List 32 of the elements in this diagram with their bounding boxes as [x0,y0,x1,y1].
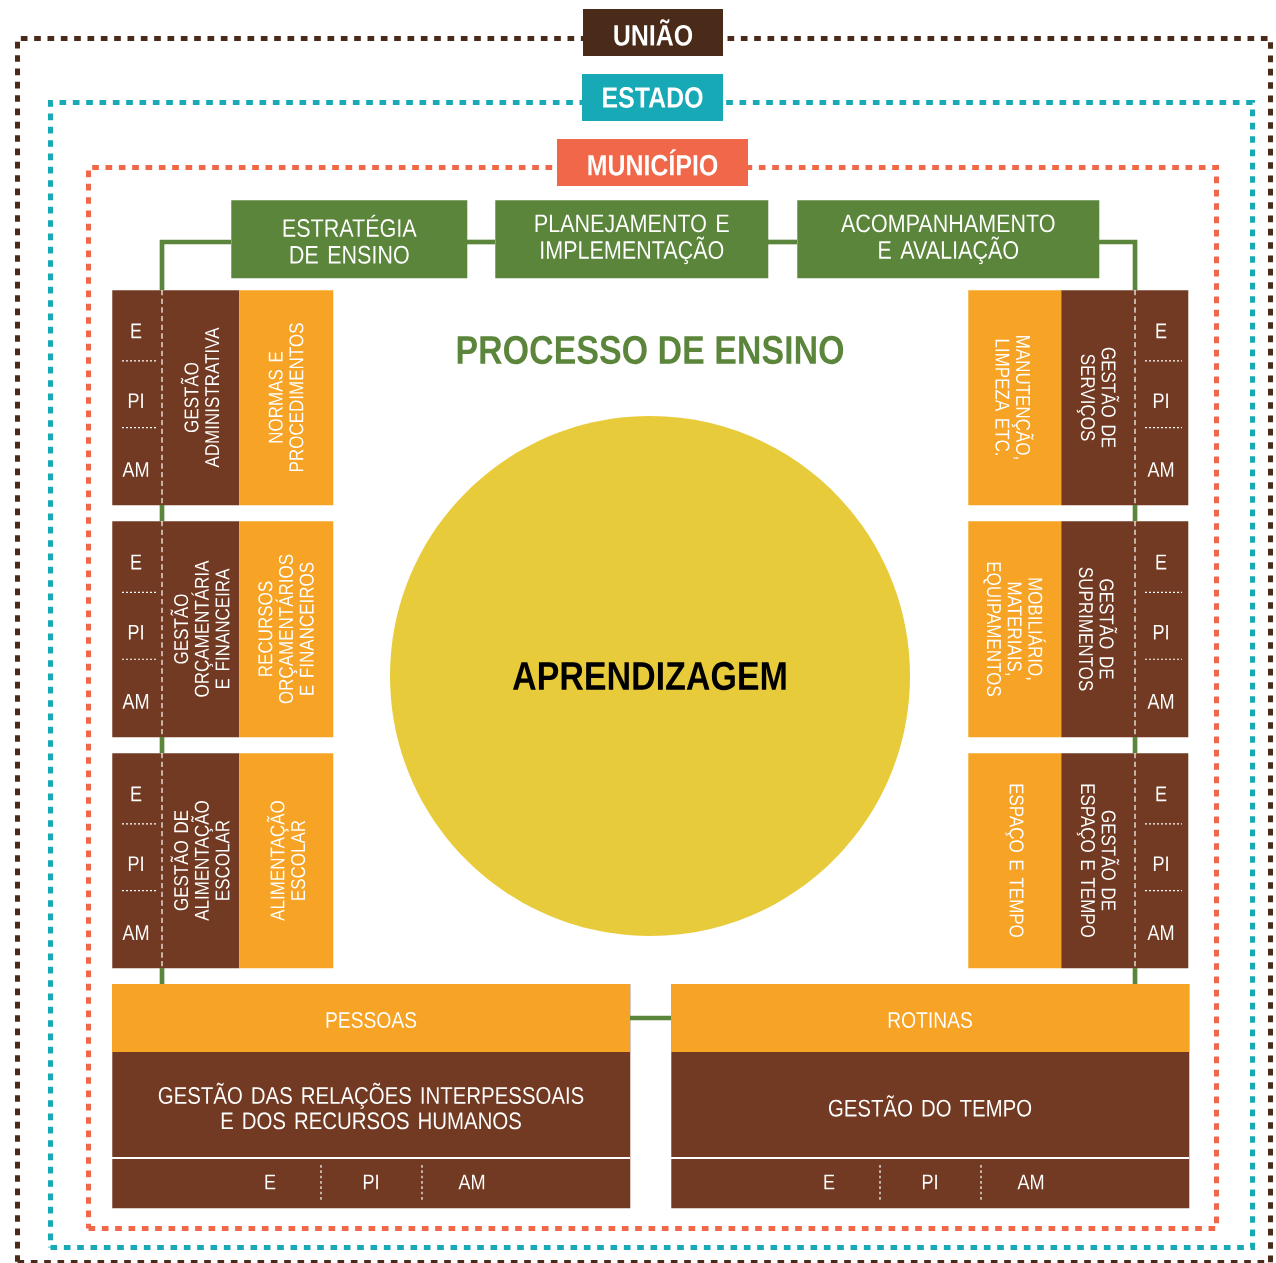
connector [1132,737,1138,753]
connector [159,505,165,521]
connector [1099,239,1138,290]
process-box: PLANEJAMENTO E IMPLEMENTAÇÃO [495,200,769,279]
resource-box: NORMAS E PROCEDIMENTOS [239,290,334,506]
connector [768,239,797,245]
management-box: E PI AM GESTÃO DE SERVIÇOS [1061,289,1189,506]
resource-box: MANUTENÇÃO, LIMPEZA ETC. [968,290,1062,506]
area-box: ROTINAS GESTÃO DO TEMPO E PI AM [670,984,1190,1209]
frame-label: UNIÃO [583,9,723,56]
frame-label: MUNICÍPIO [557,139,748,186]
connector [159,968,165,984]
connector [1132,505,1138,521]
management-box: E PI AM GESTÃO DE SUPRIMENTOS [1061,520,1189,738]
management-box: E PI AM GESTÃO ADMINISTRATIVA [112,289,240,506]
management-box: E PI AM GESTÃO ORÇAMENTÁRIA E FINANCEIRA [112,520,240,738]
connector [159,239,231,290]
resource-box: ESPAÇO E TEMPO [968,753,1062,969]
connector [630,1015,671,1021]
management-box: E PI AM GESTÃO DE ESPAÇO E TEMPO [1061,752,1189,969]
section-heading: PROCESSO DE ENSINO [457,335,844,365]
connector [159,737,165,753]
connector [467,239,495,245]
area-box: PESSOAS GESTÃO DAS RELAÇÕES INTERPESSOAIS E DOS RECURSOS HUMANOS E PI AM [111,984,631,1209]
frame-label: ESTADO [582,74,723,121]
connector [1132,968,1138,984]
process-box: ACOMPANHAMENTO E AVALIAÇÃO [797,200,1100,279]
management-box: E PI AM GESTÃO DE ALIMENTAÇÃO ESCOLAR [112,752,240,969]
resource-box: ALIMENTAÇÃO ESCOLAR [239,753,334,969]
resource-box: MOBILIÁRIO, MATERIAIS, EQUIPAMENTOS [968,521,1062,738]
process-box: ESTRATÉGIA DE ENSINO [231,200,468,279]
resource-box: RECURSOS ORÇAMENTÁRIOS E FINANCEIROS [239,521,334,738]
